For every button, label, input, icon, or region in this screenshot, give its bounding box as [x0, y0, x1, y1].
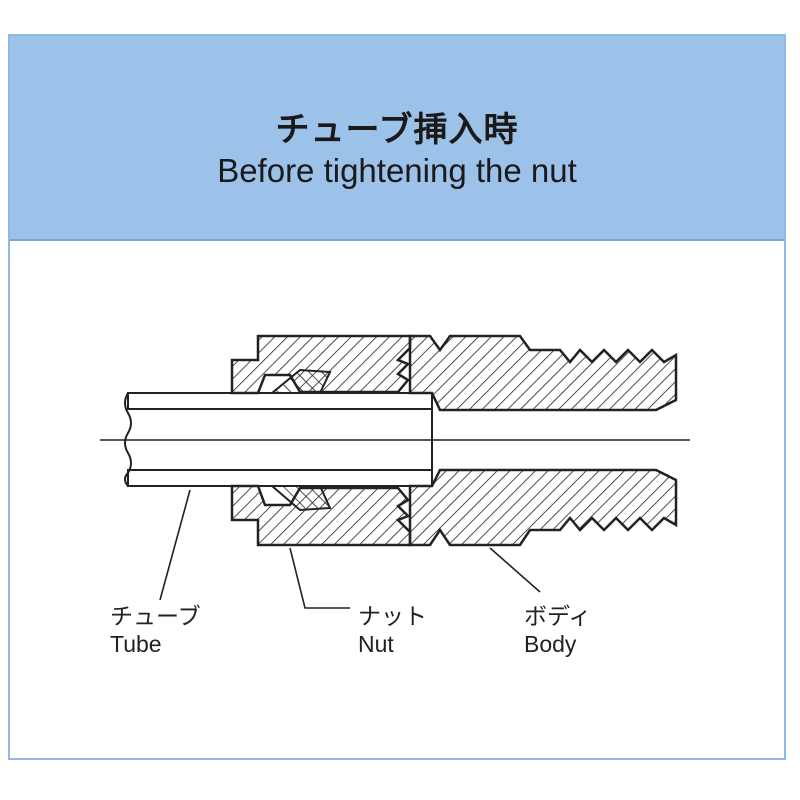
title-english: Before tightening the nut [217, 152, 577, 189]
title-japanese: チューブ挿入時 [275, 110, 519, 150]
figure-frame: チューブ挿入時 Before tightening the nut [8, 34, 786, 760]
header-band: チューブ挿入時 Before tightening the nut [10, 36, 784, 241]
